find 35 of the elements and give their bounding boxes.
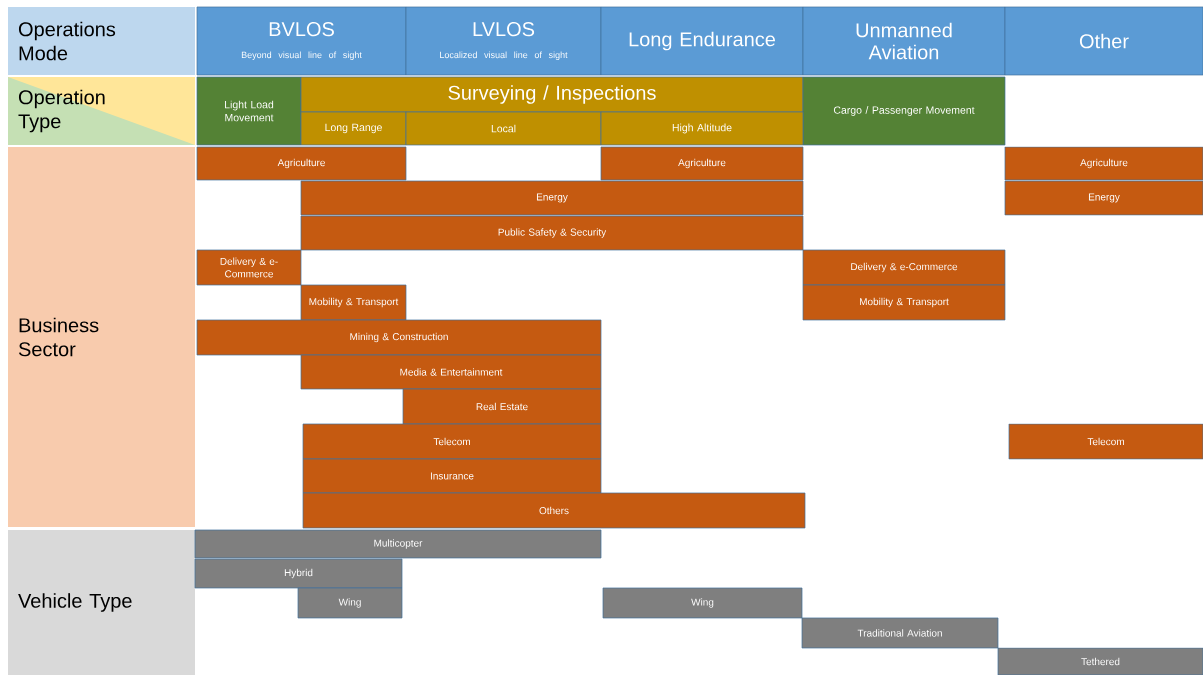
column-header: LVLOS Localized visual line of sight (405, 6, 602, 76)
category-bar: Light Load Movement (196, 76, 302, 146)
sector-bar: Public Safety & Security (300, 215, 804, 251)
column-header: BVLOS Beyond visual line of sight (196, 6, 407, 76)
sector-bar: Multicopter (194, 529, 602, 559)
sector-bar: Insurance (302, 458, 602, 494)
sector-bar: Wing (297, 587, 403, 619)
sector-bar: Mobility & Transport (802, 284, 1006, 321)
sector-bar: Delivery & e-Commerce (196, 249, 302, 286)
row-header: Operation Type (8, 77, 195, 145)
sector-bar: Traditional Aviation (801, 617, 999, 649)
category-bar: Cargo / Passenger Movement (802, 76, 1006, 146)
sector-bar: Media & Entertainment (300, 354, 602, 390)
sector-bar: Agriculture (196, 146, 407, 181)
sector-bar: Telecom (1008, 423, 1203, 460)
column-header: Other (1004, 6, 1203, 76)
sector-bar: Wing (602, 587, 803, 619)
sector-bar: Others (302, 492, 806, 529)
category-bar: High Altitude (600, 111, 804, 146)
sector-bar: Agriculture (600, 146, 804, 181)
sector-bar: Telecom (302, 423, 602, 460)
column-header: Long Endurance (600, 6, 804, 76)
row-header: Operations Mode (8, 7, 195, 75)
sector-bar: Tethered (997, 647, 1203, 675)
sector-bar: Energy (1004, 180, 1203, 216)
category-bar: Long Range (300, 111, 407, 146)
row-header: Business Sector (8, 147, 195, 527)
sector-bar: Mobility & Transport (300, 284, 407, 321)
sector-bar: Hybrid (194, 558, 403, 589)
column-header: Unmanned Aviation (802, 6, 1006, 76)
category-bar: Local (405, 111, 602, 146)
sector-bar: Delivery & e-Commerce (802, 249, 1006, 286)
sector-bar: Real Estate (402, 388, 602, 425)
sector-bar: Agriculture (1004, 146, 1203, 181)
row-header: Vehicle Type (8, 530, 195, 675)
